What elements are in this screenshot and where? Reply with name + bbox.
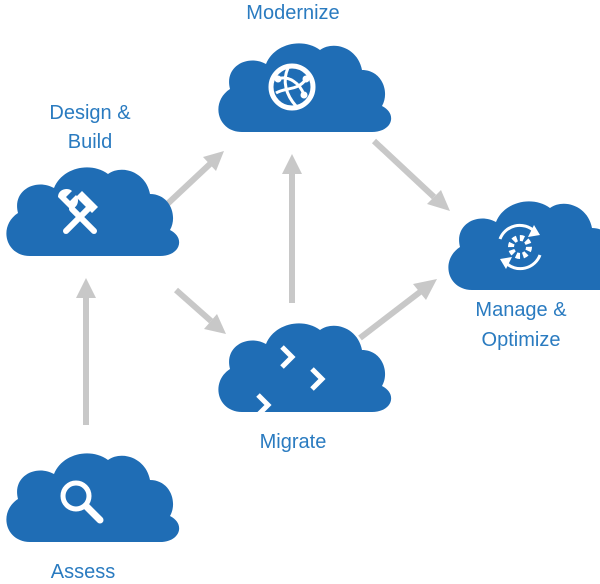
node-migrate: Migrate (218, 323, 392, 453)
arrows (76, 138, 450, 425)
node-label-migrate: Migrate (260, 431, 327, 453)
node-label-manage-optimize-line2: Optimize (482, 329, 561, 351)
node-modernize: Modernize (218, 2, 392, 132)
node-label-design-build-line1: Design & (49, 102, 131, 124)
node-design-build: Design & Build (6, 102, 180, 256)
cloud-shape (6, 453, 180, 542)
globe-icon (268, 63, 316, 111)
node-label-modernize: Modernize (246, 2, 339, 24)
cloud-shape (218, 43, 392, 132)
node-manage-optimize: Manage & Optimize (448, 201, 600, 351)
node-label-assess: Assess (51, 561, 115, 583)
node-label-manage-optimize-line1: Manage & (475, 299, 567, 321)
arrow-migrate-to-modernize (282, 154, 302, 303)
magnifier-icon (60, 480, 104, 524)
arrow-design-to-migrate (174, 287, 226, 334)
tools-icon (58, 189, 98, 234)
arrow-migrate-to-manage (358, 279, 437, 341)
node-assess: Assess (6, 453, 180, 583)
node-label-design-build-line2: Build (68, 131, 112, 153)
arrow-assess-to-design (76, 278, 96, 425)
gear-cycle-icon (498, 223, 542, 271)
cloud-shape (448, 201, 600, 290)
chevrons-icon (256, 345, 326, 417)
arrow-modernize-to-manage (371, 138, 450, 211)
arrow-design-to-modernize (159, 151, 224, 212)
